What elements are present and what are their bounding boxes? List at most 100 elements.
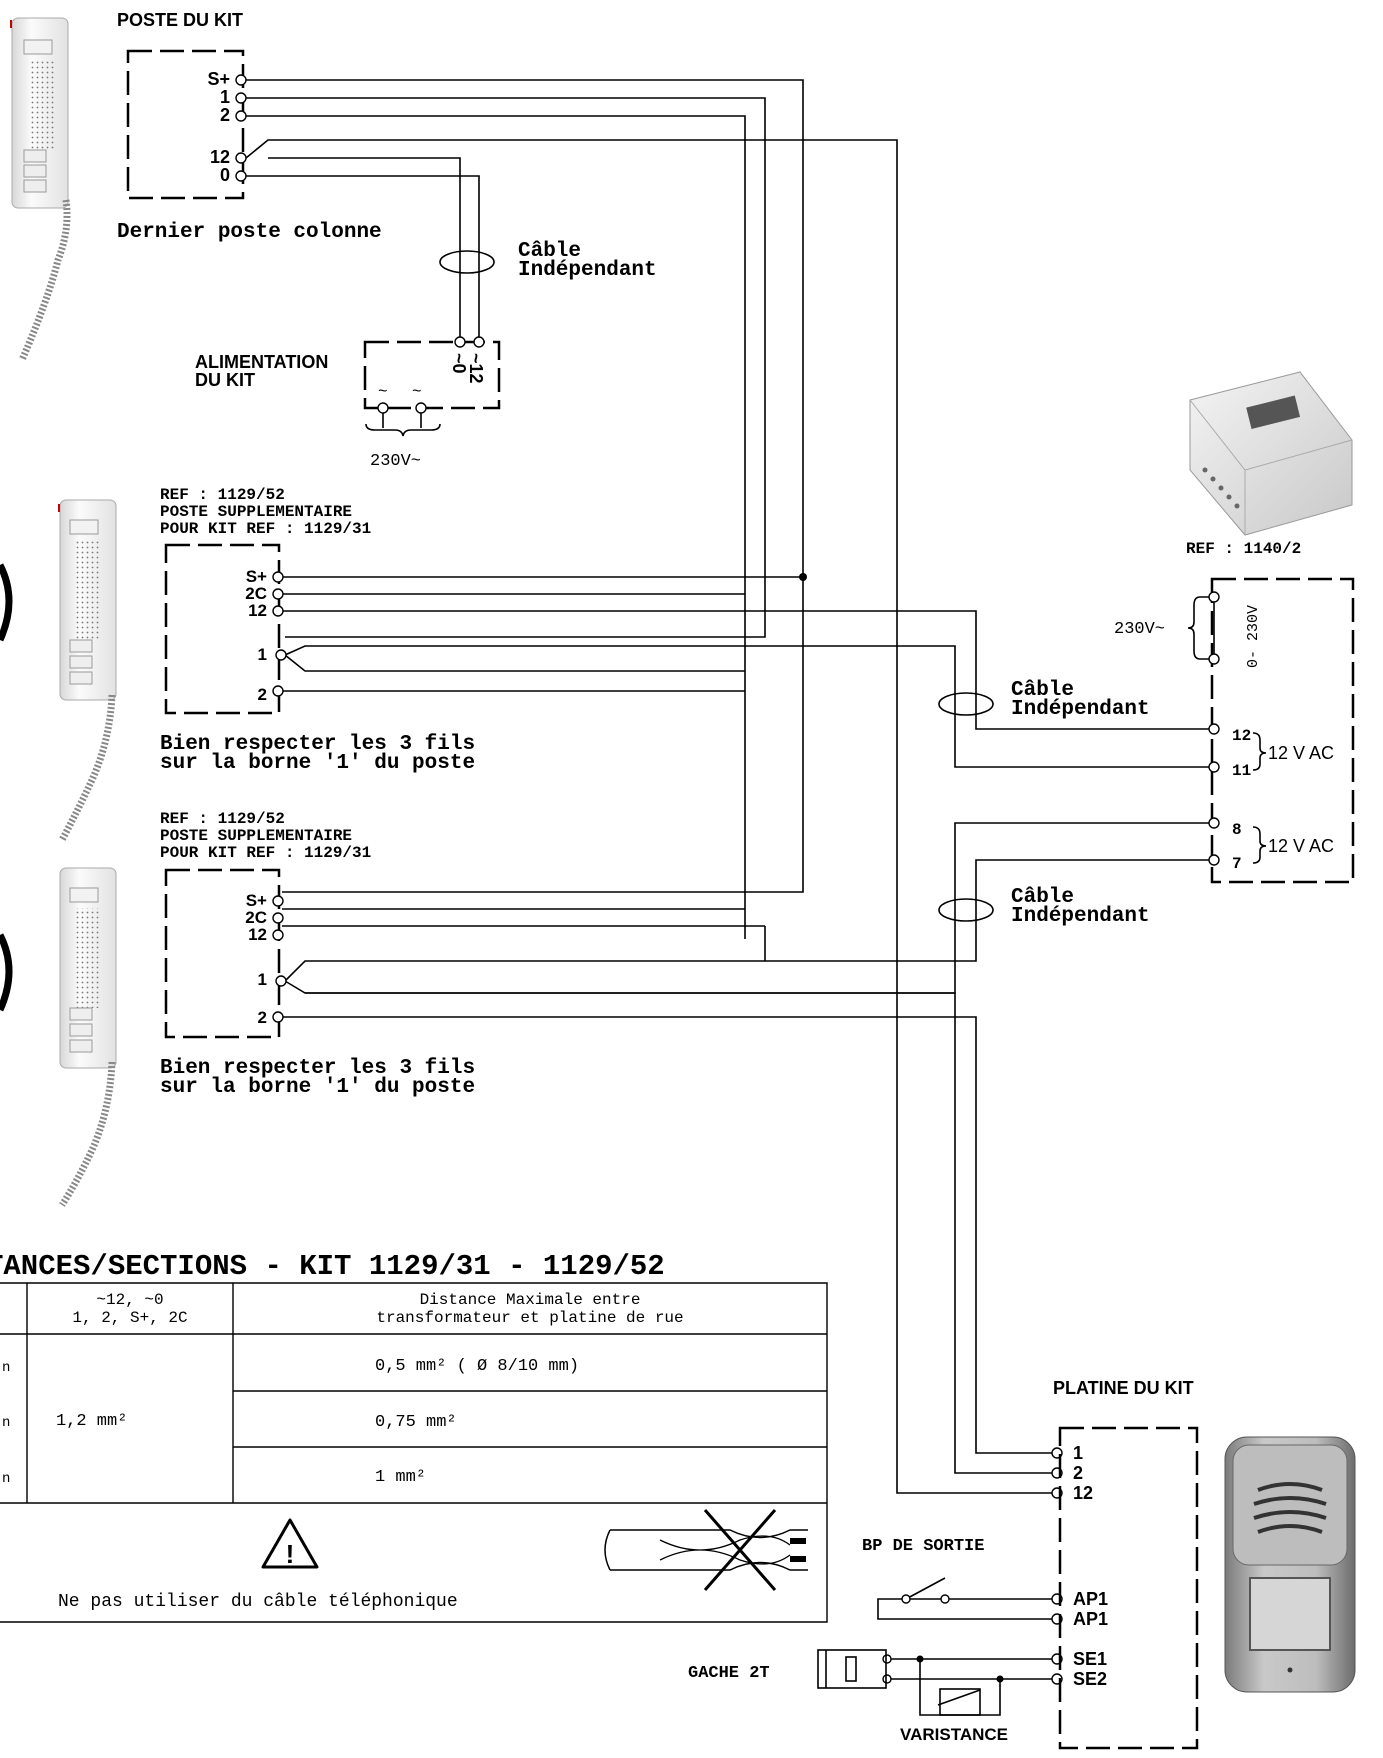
out-brace-1 bbox=[1252, 732, 1267, 771]
lock-label: GACHE 2T bbox=[688, 1664, 770, 1683]
psu-terminal-0: ~0 bbox=[449, 353, 469, 374]
power-supply-title-line2: DU KIT bbox=[195, 370, 255, 390]
phone-cable-crossed-icon bbox=[604, 1509, 808, 1591]
cropped-arc-1 bbox=[0, 563, 13, 642]
transformer-picture bbox=[1189, 371, 1353, 536]
panel-terminal-ap1-b: AP1 bbox=[1073, 1609, 1108, 1629]
station2-terminal-2: 2 bbox=[258, 1008, 267, 1027]
panel-terminal-2: 2 bbox=[1073, 1463, 1083, 1483]
output-voltage-1: 12 V AC bbox=[1268, 743, 1334, 763]
cropped-arc-2 bbox=[0, 933, 13, 1012]
kit-handset-picture bbox=[10, 17, 71, 362]
station1-note-line2: sur la borne '1' du poste bbox=[160, 752, 475, 775]
table-warning: Ne pas utiliser du câble téléphonique bbox=[58, 1592, 458, 1612]
station1-terminal-1: 1 bbox=[258, 645, 267, 664]
cable-label-1-line1: Câble bbox=[518, 240, 581, 263]
transformer-input-brace bbox=[1187, 596, 1212, 660]
station2-terminal-2c: 2C bbox=[245, 908, 267, 927]
varistor-symbol bbox=[939, 1688, 981, 1716]
table-row1-value: 0,5 mm² ( Ø 8/10 mm) bbox=[375, 1357, 579, 1376]
station2-ref-line2: POSTE SUPPLEMENTAIRE bbox=[160, 827, 352, 845]
output-voltage-2: 12 V AC bbox=[1268, 836, 1334, 856]
cable-ring-3 bbox=[938, 898, 994, 922]
panel-terminal-1: 1 bbox=[1073, 1443, 1083, 1463]
table-row3-value: 1 mm² bbox=[375, 1468, 426, 1487]
station2-terminal-s-plus: S+ bbox=[246, 891, 267, 910]
station2-ref-line1: REF : 1129/52 bbox=[160, 810, 285, 828]
cable-label-3-line2: Indépendant bbox=[1011, 905, 1150, 928]
kit-station-box bbox=[126, 49, 245, 200]
table-row2-cut: n bbox=[2, 1415, 10, 1431]
transformer-out-7: 7 bbox=[1232, 855, 1242, 873]
psu-voltage: 230V~ bbox=[370, 452, 421, 471]
station1-terminal-2c: 2C bbox=[245, 584, 267, 603]
transformer-out-11: 11 bbox=[1232, 762, 1251, 780]
sections-table bbox=[0, 1282, 828, 1623]
kit-terminal-2: 2 bbox=[220, 105, 230, 125]
station1-terminal-s-plus: S+ bbox=[246, 567, 267, 586]
panel-terminal-se1: SE1 bbox=[1073, 1649, 1107, 1669]
station1-ref-line3: POUR KIT REF : 1129/31 bbox=[160, 520, 371, 538]
station2-box bbox=[164, 868, 281, 1039]
station1-terminal-12: 12 bbox=[248, 601, 267, 620]
psu-brace bbox=[365, 423, 441, 437]
panel-terminal-se2: SE2 bbox=[1073, 1669, 1107, 1689]
cable-label-2-line1: Câble bbox=[1011, 679, 1074, 702]
psu-ac-symbol-1: ~ bbox=[378, 383, 388, 401]
panel-terminal-12: 12 bbox=[1073, 1483, 1093, 1503]
power-supply-box bbox=[363, 340, 501, 410]
door-panel-box bbox=[1058, 1426, 1199, 1750]
exit-button-label: BP DE SORTIE bbox=[862, 1537, 984, 1556]
table-header-col2-line1: Distance Maximale entre bbox=[420, 1291, 641, 1309]
cable-label-1-line2: Indépendant bbox=[518, 259, 657, 282]
station1-box bbox=[164, 543, 281, 715]
extra-handset-picture-2 bbox=[59, 867, 117, 1207]
table-row3-cut: n bbox=[2, 1471, 10, 1487]
station2-terminal-1: 1 bbox=[258, 970, 267, 989]
transformer-out-12: 12 bbox=[1232, 727, 1251, 745]
transformer-input-label: 230V~ bbox=[1114, 620, 1165, 639]
transformer-input-range: 0- 230V bbox=[1245, 605, 1262, 668]
station2-note-line2: sur la borne '1' du poste bbox=[160, 1076, 475, 1099]
cable-ring-2 bbox=[938, 692, 994, 716]
terminal-screws bbox=[235, 74, 1220, 1685]
power-supply-title-line1: ALIMENTATION bbox=[195, 352, 328, 372]
kit-terminal-0: 0 bbox=[220, 165, 230, 185]
cable-label-2-line2: Indépendant bbox=[1011, 698, 1150, 721]
station1-terminal-2: 2 bbox=[258, 685, 267, 704]
svg-text:!: ! bbox=[286, 1539, 295, 1569]
door-panel-title: PLATINE DU KIT bbox=[1053, 1378, 1194, 1398]
out-brace-2 bbox=[1252, 826, 1267, 864]
lock-key-icon bbox=[845, 1656, 857, 1682]
station2-note-line1: Bien respecter les 3 fils bbox=[160, 1057, 475, 1080]
panel-terminal-ap1-a: AP1 bbox=[1073, 1589, 1108, 1609]
table-header-col1-line2: 1, 2, S+, 2C bbox=[72, 1309, 187, 1327]
kit-station-note: Dernier poste colonne bbox=[117, 221, 382, 244]
kit-terminal-1: 1 bbox=[220, 87, 230, 107]
lock-symbol bbox=[817, 1649, 887, 1689]
station1-ref-line1: REF : 1129/52 bbox=[160, 486, 285, 504]
table-row1-cut: n bbox=[2, 1360, 10, 1376]
table-title: TANCES/SECTIONS - KIT 1129/31 - 1129/52 bbox=[0, 1250, 665, 1283]
station2-ref-line3: POUR KIT REF : 1129/31 bbox=[160, 844, 371, 862]
table-header-col1-line1: ~12, ~0 bbox=[96, 1291, 163, 1309]
door-panel-picture bbox=[1224, 1436, 1356, 1693]
extra-handset-picture-1 bbox=[58, 499, 117, 842]
warning-icon: ! bbox=[261, 1518, 319, 1569]
station1-note-line1: Bien respecter les 3 fils bbox=[160, 733, 475, 756]
table-row2-value: 0,75 mm² bbox=[375, 1413, 457, 1432]
table-col1-value: 1,2 mm² bbox=[56, 1412, 127, 1431]
table-header-col2-line2: transformateur et platine de rue bbox=[376, 1309, 683, 1327]
cable-ring-1 bbox=[439, 250, 495, 274]
varistor-label: VARISTANCE bbox=[900, 1725, 1008, 1744]
wiring bbox=[245, 79, 1215, 1716]
junction-dot bbox=[799, 573, 807, 581]
transformer-box bbox=[1210, 577, 1355, 884]
station2-terminal-12: 12 bbox=[248, 925, 267, 944]
transformer-ref: REF : 1140/2 bbox=[1186, 540, 1301, 558]
kit-station-title: POSTE DU KIT bbox=[117, 10, 243, 30]
cable-label-3-line1: Câble bbox=[1011, 886, 1074, 909]
kit-terminal-s-plus: S+ bbox=[207, 69, 230, 89]
station1-ref-line2: POSTE SUPPLEMENTAIRE bbox=[160, 503, 352, 521]
